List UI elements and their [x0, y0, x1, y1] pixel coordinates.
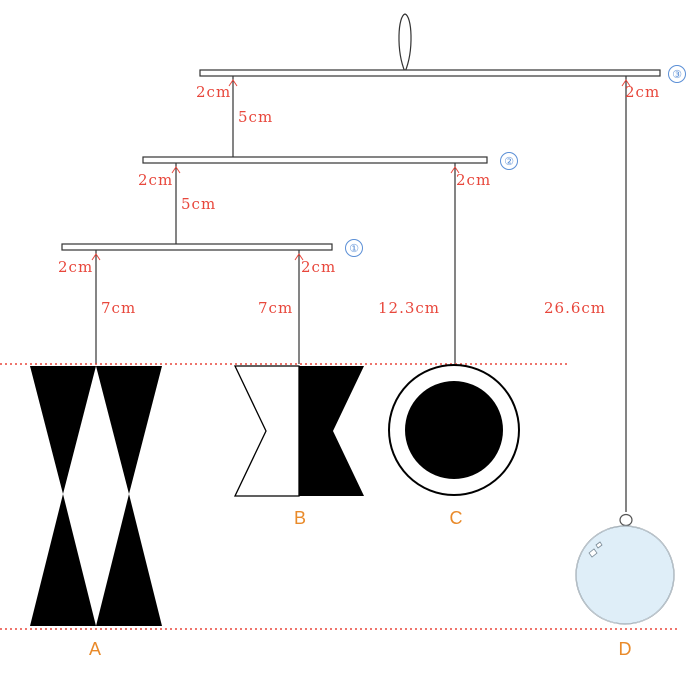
rod-3 — [199, 69, 661, 77]
object-d-ornament — [575, 513, 675, 625]
object-b-bowtie — [233, 365, 364, 497]
hook-rod1-left — [91, 253, 101, 261]
rod-2-left-arm-label: 2cm — [138, 171, 173, 189]
hook-rod3-right — [621, 79, 631, 87]
hook-rod1-right — [294, 253, 304, 261]
rod-3-drop-label: 5cm — [238, 108, 273, 126]
object-c-disc — [388, 364, 520, 496]
svg-text:②: ② — [504, 155, 514, 168]
rod-3-right-arm-label: 2cm — [625, 83, 660, 101]
rod-2-right-arm-label: 2cm — [456, 171, 491, 189]
object-d-label: D — [619, 639, 632, 659]
rod-1 — [61, 243, 333, 251]
string-c-length-label: 12.3cm — [378, 299, 440, 317]
string-a-length-label: 7cm — [101, 299, 136, 317]
object-b-label: B — [294, 508, 306, 528]
rod-1-right-arm-label: 2cm — [301, 258, 336, 276]
svg-text:①: ① — [349, 242, 359, 255]
object-c-label: C — [450, 508, 463, 528]
svg-text:③: ③ — [672, 68, 682, 81]
string-b-length-label: 7cm — [258, 299, 293, 317]
rod-2 — [142, 156, 488, 164]
hook-rod3-left — [228, 79, 238, 87]
rod-3-left-arm-label: 2cm — [196, 83, 231, 101]
string-d-length-label: 26.6cm — [544, 299, 606, 317]
rod-1-marker: ① — [345, 239, 363, 257]
rod-1-left-arm-label: 2cm — [58, 258, 93, 276]
rod-2-marker: ② — [500, 152, 518, 170]
hook-rod2-left — [171, 166, 181, 174]
rod-3-marker: ③ — [668, 65, 686, 83]
object-a-hourglass — [30, 366, 162, 626]
rod-2-drop-label: 5cm — [181, 195, 216, 213]
hook-rod2-right — [450, 166, 460, 174]
object-a-label: A — [89, 639, 101, 659]
hanging-loop — [398, 13, 412, 73]
